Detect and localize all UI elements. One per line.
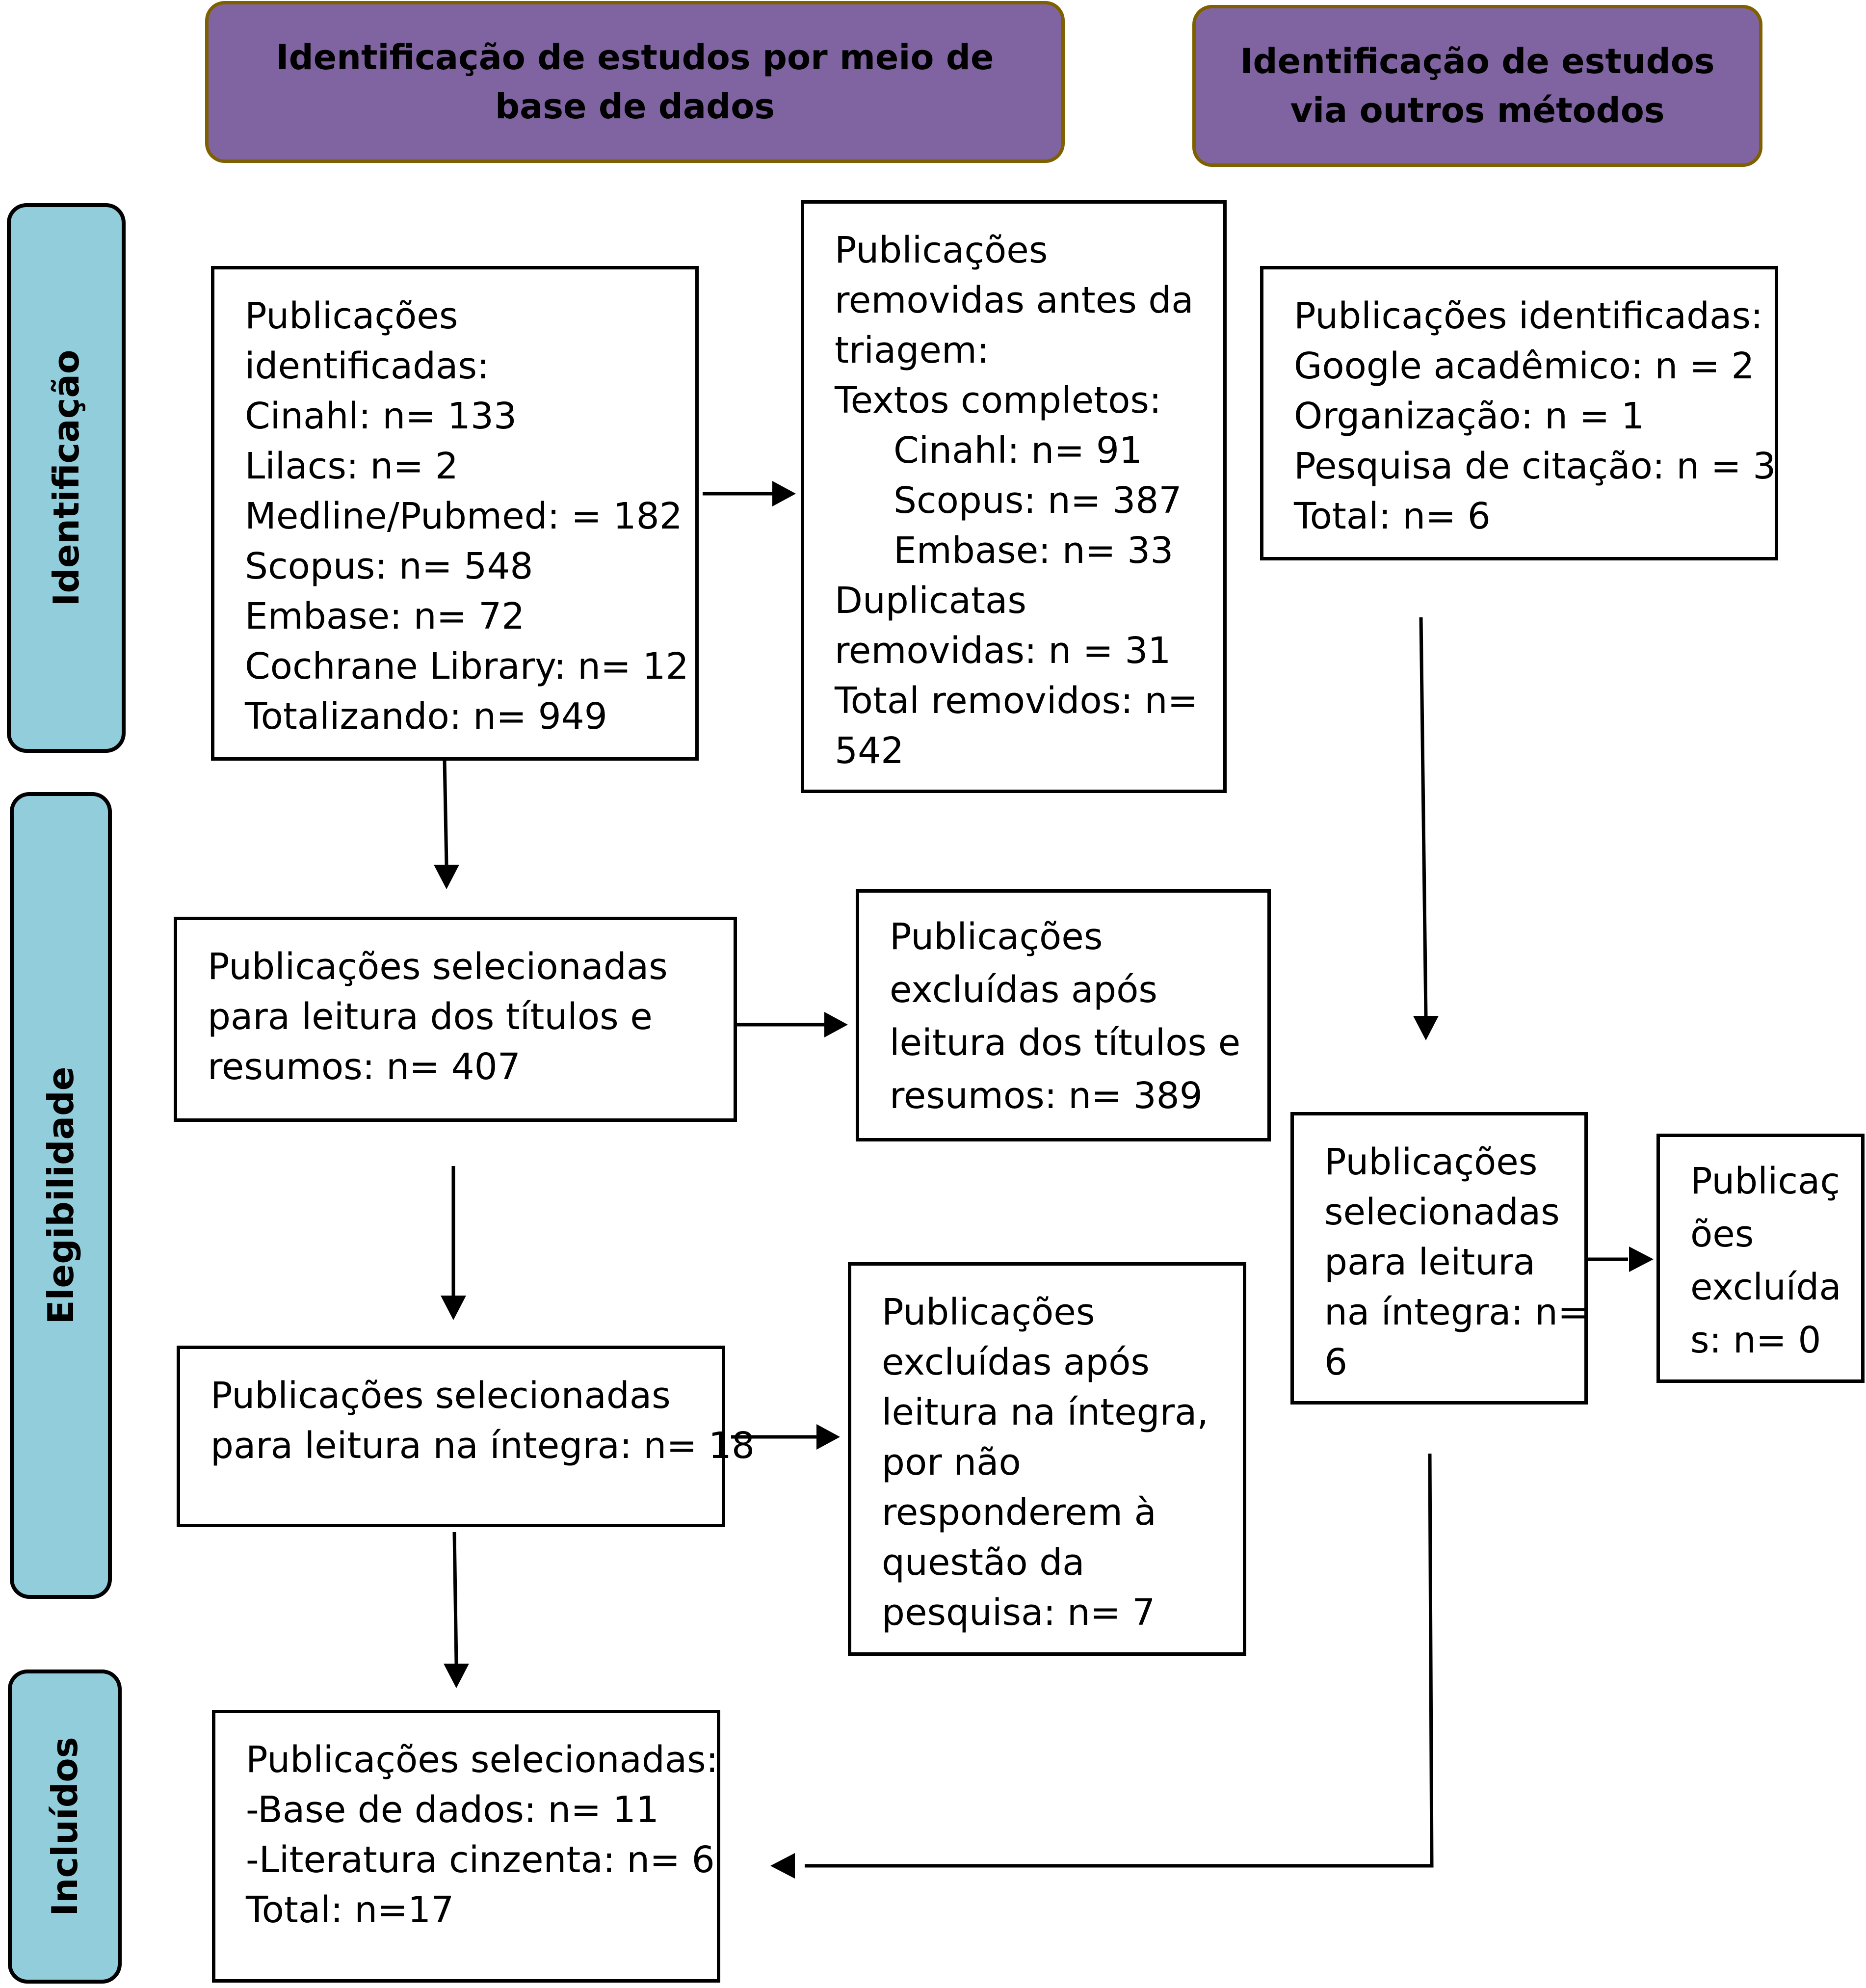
removed-before-screening-box: Publicações removidas antes da triagem: … <box>801 200 1227 793</box>
other-selected-line: na íntegra: n= <box>1324 1291 1588 1333</box>
other-excluded-line: Publicaç <box>1690 1160 1840 1202</box>
excluded-titles-line: excluídas após <box>890 969 1157 1011</box>
identified-line: Cochrane Library: n= 12 <box>245 645 689 688</box>
other-selected-line: para leitura <box>1324 1241 1535 1283</box>
identified-line: Lilacs: n= 2 <box>245 445 458 487</box>
excluded-titles-line: Publicações <box>890 916 1103 958</box>
excluded-fulltext-box: Publicações excluídas após leitura na ín… <box>848 1262 1246 1656</box>
arrow-fulltext-to-included <box>452 1532 458 1664</box>
identified-line: Cinahl: n= 133 <box>245 395 517 437</box>
arrowhead <box>1629 1246 1654 1272</box>
identified-line: Medline/Pubmed: = 182 <box>245 495 683 537</box>
arrowhead <box>441 1296 466 1320</box>
selected-fulltext-box: Publicações selecionadas para leitura na… <box>177 1346 755 1527</box>
selected-fulltext-line: para leitura na íntegra: n= 18 <box>210 1425 755 1467</box>
included-line: -Base de dados: n= 11 <box>246 1789 659 1831</box>
other-excluded-box: Publicaç ões excluída s: n= 0 <box>1656 1134 1865 1383</box>
other-selected-line: selecionadas <box>1324 1191 1560 1233</box>
excluded-fulltext-line: Publicações <box>882 1291 1095 1333</box>
stage-identification: Identificação <box>7 203 126 753</box>
other-methods-identified-box: Publicações identificadas: Google acadêm… <box>1260 266 1778 560</box>
other-identified-line: Publicações identificadas: <box>1294 295 1763 337</box>
arrowhead <box>816 1424 840 1450</box>
stage-included: Incluídos <box>8 1670 122 1984</box>
excluded-fulltext-line: questão da <box>882 1541 1085 1584</box>
included-line: -Literatura cinzenta: n= 6 <box>246 1839 715 1881</box>
other-selected-fulltext-box: Publicações selecionadas para leitura na… <box>1290 1112 1588 1405</box>
excluded-fulltext-line: responderem à <box>882 1491 1156 1534</box>
selected-titles-line: Publicações selecionadas <box>208 946 668 988</box>
arrowhead <box>434 865 459 889</box>
removed-line: removidas antes da <box>835 279 1194 321</box>
removed-line: 542 <box>835 730 904 772</box>
selected-fulltext-line: Publicações selecionadas <box>210 1375 671 1417</box>
other-identified-line: Google acadêmico: n = 2 <box>1294 345 1755 387</box>
header-databases-text: Identificação de estudos por meio de bas… <box>276 37 994 127</box>
removed-line: Duplicatas <box>835 580 1026 622</box>
selected-titles-line: resumos: n= 407 <box>208 1046 521 1088</box>
excluded-fulltext-line: leitura na íntegra, <box>882 1391 1209 1433</box>
included-line: Total: n=17 <box>246 1889 454 1931</box>
stage-eligibility: Elegibilidade <box>10 792 112 1599</box>
arrowhead <box>824 1012 848 1037</box>
removed-line: Embase: n= 33 <box>894 530 1174 572</box>
removed-line: removidas: n = 31 <box>835 630 1171 672</box>
identified-line: Publicações <box>245 295 458 337</box>
included-line: Publicações selecionadas: <box>246 1739 718 1781</box>
identified-line: Totalizando: n= 949 <box>245 695 607 738</box>
arrow-identified-to-selected-titles <box>443 759 448 865</box>
other-selected-line: Publicações <box>1324 1141 1538 1183</box>
other-identified-line: Organização: n = 1 <box>1294 395 1645 437</box>
other-identified-line: Pesquisa de citação: n = 3 <box>1294 445 1776 487</box>
removed-line: Scopus: n= 387 <box>894 479 1182 522</box>
other-excluded-line: ões <box>1690 1213 1754 1255</box>
excluded-fulltext-line: excluídas após <box>882 1341 1150 1383</box>
arrow-other-to-included <box>805 1453 1434 1868</box>
arrowhead <box>770 1853 795 1879</box>
excluded-titles-line: leitura dos títulos e <box>890 1022 1241 1064</box>
identified-line: Scopus: n= 548 <box>245 545 533 587</box>
header-databases: Identificação de estudos por meio de bas… <box>205 1 1065 163</box>
removed-line: Publicações <box>835 229 1048 271</box>
identified-records-box: Publicações identificadas: Cinahl: n= 13… <box>211 266 699 761</box>
removed-line: triagem: <box>835 329 989 371</box>
selected-titles-box: Publicações selecionadas para leitura do… <box>174 917 737 1122</box>
excluded-fulltext-line: pesquisa: n= 7 <box>882 1591 1156 1634</box>
included-studies-box: Publicações selecionadas: -Base de dados… <box>212 1710 720 1983</box>
selected-titles-line: para leitura dos títulos e <box>208 996 653 1038</box>
arrow-other-identified-to-fulltext <box>1419 617 1428 1016</box>
identified-line: Embase: n= 72 <box>245 595 525 637</box>
other-excluded-line: s: n= 0 <box>1690 1319 1821 1361</box>
removed-line: Textos completos: <box>835 379 1161 422</box>
removed-line: Cinahl: n= 91 <box>894 429 1142 472</box>
excluded-titles-box: Publicações excluídas após leitura dos t… <box>856 889 1271 1141</box>
identified-line: identificadas: <box>245 345 489 387</box>
arrowhead <box>772 481 796 506</box>
header-other-methods-text: Identificação de estudos via outros méto… <box>1240 41 1715 131</box>
excluded-fulltext-line: por não <box>882 1441 1021 1484</box>
other-identified-line: Total: n= 6 <box>1294 495 1491 537</box>
removed-line: Total removidos: n= <box>835 680 1198 722</box>
excluded-titles-line: resumos: n= 389 <box>890 1075 1203 1117</box>
other-selected-line: 6 <box>1324 1341 1348 1383</box>
arrowhead <box>1413 1016 1439 1040</box>
other-excluded-line: excluída <box>1690 1266 1841 1308</box>
arrowhead <box>444 1664 469 1688</box>
header-other-methods: Identificação de estudos via outros méto… <box>1192 5 1762 167</box>
